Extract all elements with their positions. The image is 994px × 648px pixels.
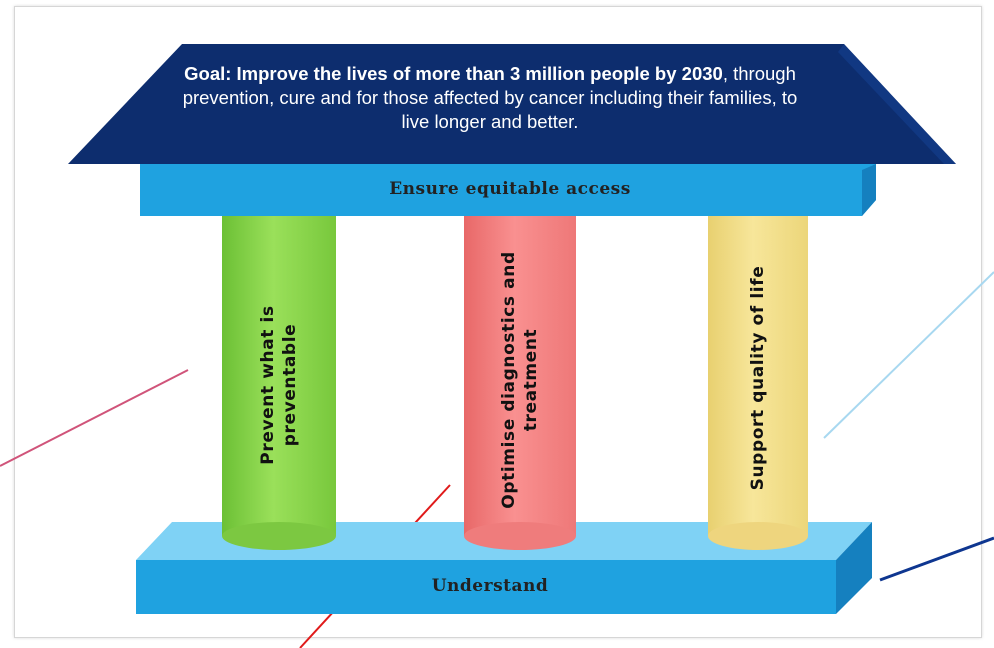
goal-bold-text: Goal: Improve the lives of more than 3 m… <box>184 63 723 84</box>
pillar-optimise <box>464 216 576 550</box>
pillar-label-prevent: Prevent what is preventable <box>258 305 300 465</box>
navy-accent-line <box>879 536 994 582</box>
access-band <box>140 164 876 216</box>
base-label: Understand <box>431 576 549 596</box>
band-label: Ensure equitable access <box>389 179 631 199</box>
pillar-support <box>708 216 808 550</box>
pink-accent-line <box>0 369 189 467</box>
pillar-prevent <box>222 216 336 550</box>
goal-rest-text: , through prevention, cure and for those… <box>182 63 798 132</box>
goal-statement: Goal: Improve the lives of more than 3 m… <box>170 62 810 134</box>
roof <box>68 44 956 164</box>
pillar-label-optimise: Optimise diagnostics and treatment <box>499 251 541 509</box>
pillar-label-support: Support quality of life <box>748 265 768 491</box>
lightblue-accent-line <box>823 271 994 439</box>
